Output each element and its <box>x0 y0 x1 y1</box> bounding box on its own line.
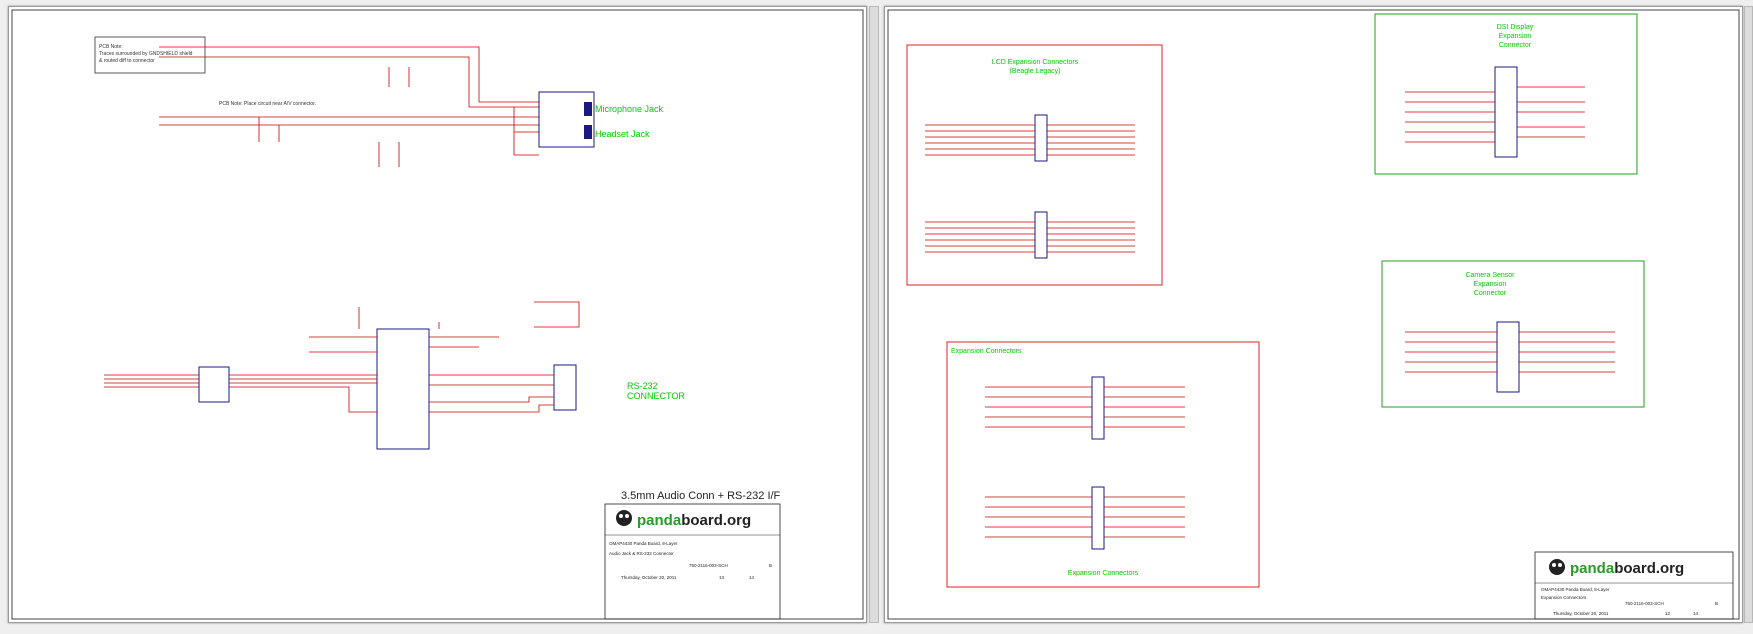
dsi-title-1: DSI Display <box>1497 24 1534 31</box>
camera-connector <box>1496 321 1520 393</box>
expansion-connectors-box <box>946 341 1260 588</box>
schematic-drawing-left: PCB Note: Traces surrounded by GNDSHIELD… <box>11 9 864 620</box>
logo-text-right: pandaboard.org <box>1570 560 1684 577</box>
dsi-connector <box>1494 66 1518 158</box>
sheet-of-right: 14 <box>1693 611 1699 616</box>
panda-logo-icon <box>616 510 632 526</box>
sheet-of: 14 <box>749 575 755 580</box>
rs232-transceiver-symbol <box>376 328 430 450</box>
date: Thursday, October 20, 2011 <box>621 575 677 580</box>
expansion-connector-b <box>1091 486 1105 550</box>
scrollbar-right[interactable] <box>1744 6 1753 623</box>
pcb-note-line-2: Traces surrounded by GNDSHIELD shield <box>99 51 193 57</box>
pcb-note-mid: PCB Note: Place circuit near A/V connect… <box>219 101 316 107</box>
page-title: Audio Jack & RS-232 Connector <box>609 551 674 556</box>
schematic-drawing-right: LCD Expansion Connectors (Beagle Legacy)… <box>887 9 1740 620</box>
board-name-right: OMAP4430 Panda Board, 8-Layer <box>1541 587 1610 592</box>
pcb-note-line-1: PCB Note: <box>99 44 123 50</box>
rs232-header-symbol <box>553 364 577 411</box>
headset-jack-label: Headset Jack <box>595 129 650 139</box>
lcd-connector-2 <box>1034 211 1048 259</box>
doc-number: 750-2116-003-SCH <box>689 563 728 568</box>
pcb-note-box <box>94 36 206 74</box>
lcd-expansion-box <box>906 44 1163 286</box>
expansion-connector-a <box>1091 376 1105 440</box>
camera-sensor-box <box>1381 260 1645 408</box>
date-right: Thursday, October 20, 2011 <box>1553 611 1609 616</box>
revision: B <box>769 563 772 568</box>
scrollbar-left[interactable] <box>869 6 879 623</box>
board-name: OMAP4430 Panda Board, 8-Layer <box>609 541 678 546</box>
sheet-number-right: 12 <box>1665 611 1671 616</box>
schematic-sheet-audio-rs232[interactable]: PCB Note: Traces surrounded by GNDSHIELD… <box>8 6 867 623</box>
expansion-box-title: Expansion Connectors <box>951 348 1022 355</box>
page-title-right: Expansion Connectors <box>1541 595 1587 600</box>
rs232-label-line-1: RS-232 <box>627 381 658 391</box>
lcd-box-title-1: LCD Expansion Connectors <box>992 59 1079 66</box>
dsi-title-2: Expansion <box>1499 33 1532 40</box>
camera-title-2: Expansion <box>1474 281 1507 288</box>
microphone-jack-label: Microphone Jack <box>595 104 664 114</box>
pcb-note-line-3: & routed diff to connector <box>99 58 155 64</box>
buffer-ic-symbol <box>198 366 230 403</box>
revision-right: B <box>1715 601 1718 606</box>
dsi-title-3: Connector <box>1499 42 1532 49</box>
sheet-title: 3.5mm Audio Conn + RS-232 I/F <box>621 490 781 502</box>
panda-logo-icon-right <box>1549 559 1565 575</box>
sheet-number: 13 <box>719 575 725 580</box>
logo-text: pandaboard.org <box>637 512 751 529</box>
rs232-label-line-2: CONNECTOR <box>627 391 685 401</box>
doc-number-right: 750-2116-003-SCH <box>1625 601 1664 606</box>
schematic-sheet-expansion[interactable]: LCD Expansion Connectors (Beagle Legacy)… <box>884 6 1743 623</box>
title-block <box>604 503 781 620</box>
camera-title-1: Camera Sensor <box>1465 272 1515 279</box>
lcd-box-title-2: (Beagle Legacy) <box>1010 68 1061 75</box>
expansion-box-footer: Expansion Connectors <box>1068 570 1139 577</box>
lcd-connector-1 <box>1034 114 1048 162</box>
title-block-right <box>1534 551 1734 620</box>
audio-jack-symbol <box>538 91 595 148</box>
dsi-display-box <box>1374 13 1638 175</box>
camera-title-3: Connector <box>1474 290 1507 297</box>
